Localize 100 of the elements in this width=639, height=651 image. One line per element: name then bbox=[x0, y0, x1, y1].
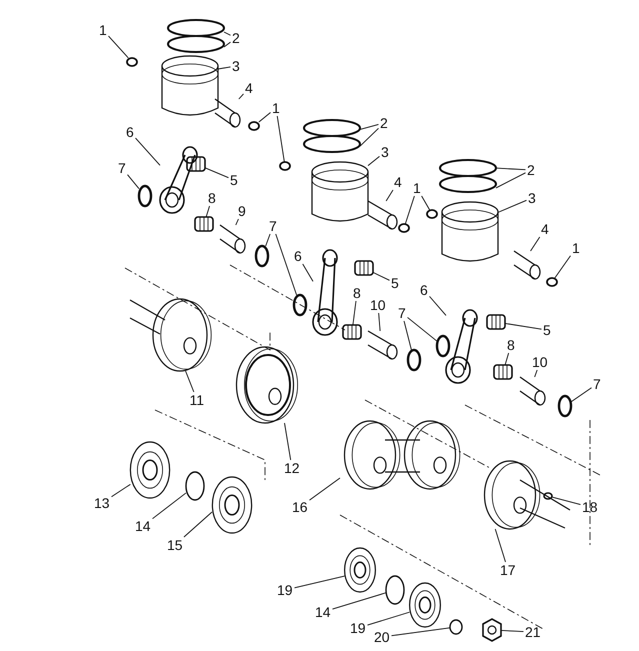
callout-number: 3 bbox=[528, 191, 536, 205]
leader-line bbox=[496, 172, 526, 188]
callout-number: 19 bbox=[350, 621, 366, 635]
crank-web-drawing bbox=[129, 298, 212, 372]
callout-number: 2 bbox=[527, 163, 535, 177]
callout-number: 5 bbox=[230, 173, 238, 187]
leader-line bbox=[391, 627, 450, 636]
ball-bearing-drawing bbox=[409, 582, 441, 628]
leader-line bbox=[265, 234, 271, 246]
piston-ring-drawing bbox=[167, 35, 225, 53]
callout-number: 6 bbox=[294, 249, 302, 263]
leader-line bbox=[332, 592, 386, 610]
needle-bearing-drawing bbox=[354, 260, 374, 276]
callout-number: 9 bbox=[238, 204, 246, 218]
leader-line bbox=[206, 206, 210, 218]
leader-line bbox=[360, 124, 379, 130]
callout-number: 13 bbox=[94, 496, 110, 510]
leader-line bbox=[135, 138, 160, 166]
piston-ring-drawing bbox=[439, 159, 497, 177]
callout-number: 14 bbox=[135, 519, 151, 533]
leader-line bbox=[534, 370, 538, 378]
callout-number: 7 bbox=[593, 377, 601, 391]
callout-number: 15 bbox=[167, 538, 183, 552]
seal-drawing bbox=[436, 334, 450, 358]
leader-line bbox=[309, 478, 340, 501]
callout-number: 19 bbox=[277, 583, 293, 597]
callout-number: 20 bbox=[374, 630, 390, 644]
callout-number: 7 bbox=[118, 161, 126, 175]
callout-number: 7 bbox=[269, 219, 277, 233]
connecting-rod-drawing bbox=[312, 249, 338, 336]
callout-number: 10 bbox=[532, 355, 548, 369]
needle-bearing-drawing bbox=[493, 364, 513, 380]
leader-line bbox=[386, 190, 394, 202]
leader-line bbox=[570, 387, 592, 402]
callout-number: 3 bbox=[232, 59, 240, 73]
leader-line bbox=[352, 300, 356, 326]
callout-number: 1 bbox=[272, 101, 280, 115]
leader-line bbox=[152, 492, 186, 520]
piston-pin-drawing bbox=[513, 250, 541, 280]
leader-line bbox=[360, 128, 379, 147]
callout-number: 4 bbox=[394, 175, 402, 189]
leader-line bbox=[224, 32, 231, 36]
leader-line bbox=[294, 576, 346, 588]
piston-ring-drawing bbox=[303, 119, 361, 137]
callout-number: 6 bbox=[126, 125, 134, 139]
callout-number: 18 bbox=[582, 500, 598, 514]
leader-line bbox=[496, 168, 526, 170]
leader-line bbox=[554, 255, 571, 278]
seal-drawing bbox=[138, 184, 152, 208]
piston-pin-drawing bbox=[219, 224, 246, 254]
washer-drawing bbox=[385, 575, 405, 605]
callout-number: 8 bbox=[208, 191, 216, 205]
leader-line bbox=[224, 42, 231, 48]
nut-drawing bbox=[482, 618, 502, 642]
leader-line bbox=[235, 218, 239, 226]
leader-line bbox=[111, 484, 131, 498]
callout-number: 11 bbox=[190, 393, 204, 407]
leader-line bbox=[218, 66, 231, 70]
leader-line bbox=[378, 312, 381, 332]
leader-line bbox=[372, 272, 390, 281]
callout-number: 10 bbox=[370, 298, 386, 312]
piston-drawing bbox=[311, 161, 369, 222]
leader-line bbox=[302, 264, 314, 282]
crank-web-drawing bbox=[484, 460, 571, 530]
circlip-drawing bbox=[398, 223, 410, 233]
needle-bearing-drawing bbox=[194, 216, 214, 232]
ball-bearing-drawing bbox=[344, 547, 376, 593]
leader-line bbox=[204, 167, 229, 178]
piston-pin-drawing bbox=[367, 330, 398, 360]
seal-drawing bbox=[406, 348, 422, 372]
piston-ring-drawing bbox=[439, 175, 497, 193]
callout-number: 16 bbox=[292, 500, 308, 514]
needle-bearing-drawing bbox=[342, 324, 362, 340]
callout-number: 1 bbox=[572, 241, 580, 255]
seal-drawing bbox=[292, 294, 308, 316]
leader-line bbox=[258, 112, 271, 122]
piston-drawing bbox=[441, 201, 499, 262]
callout-number: 2 bbox=[232, 31, 240, 45]
connecting-rod-drawing bbox=[159, 146, 198, 214]
leader-line bbox=[284, 422, 292, 460]
piston-ring-drawing bbox=[167, 19, 225, 37]
callout-number: 12 bbox=[284, 461, 300, 475]
circlip-drawing bbox=[546, 277, 558, 287]
callout-number: 2 bbox=[380, 116, 388, 130]
callout-number: 4 bbox=[245, 81, 253, 95]
callout-number: 5 bbox=[391, 276, 399, 290]
leader-line bbox=[238, 94, 244, 100]
callout-number: 8 bbox=[507, 338, 515, 352]
piston-pin-drawing bbox=[367, 200, 398, 230]
needle-bearing-drawing bbox=[186, 156, 206, 172]
leader-line bbox=[127, 174, 140, 190]
leader-line bbox=[494, 528, 506, 562]
piston-pin-drawing bbox=[519, 376, 546, 406]
leader-line bbox=[108, 36, 129, 58]
callout-number: 1 bbox=[99, 23, 107, 37]
key-drawing bbox=[543, 492, 553, 500]
needle-bearing-drawing bbox=[486, 314, 506, 330]
callout-number: 7 bbox=[398, 306, 406, 320]
leader-line bbox=[404, 196, 415, 224]
crankshaft-drawing bbox=[344, 420, 460, 490]
